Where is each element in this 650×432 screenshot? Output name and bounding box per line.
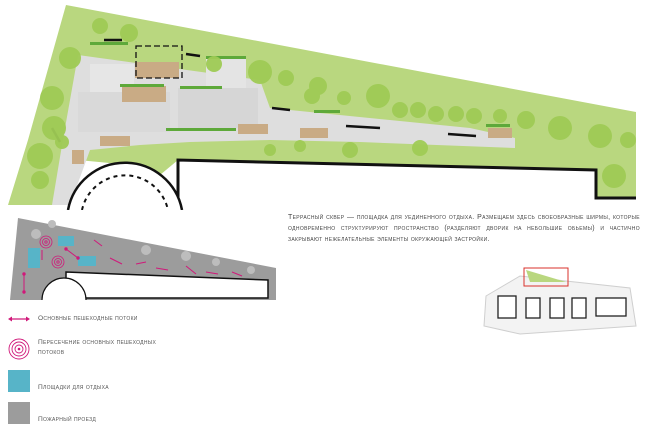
gray-square-icon	[8, 402, 30, 424]
scheme-trees	[31, 220, 255, 274]
planting-strips	[90, 42, 510, 131]
scheme-rest-areas	[28, 236, 96, 268]
legend-label: Пожарный проезд	[38, 416, 97, 423]
locator-green-wedge	[526, 270, 566, 282]
legend-label: Площадки для отдыха	[38, 384, 109, 391]
trees	[27, 18, 636, 189]
building-outline	[176, 158, 636, 205]
locator-buildings	[497, 295, 627, 319]
terrace-square-site-plan	[8, 5, 636, 210]
scheme-intersection-icons	[39, 235, 65, 269]
legend-item-rest-areas: Площадки для отдыха	[8, 370, 168, 393]
pedestrian-flow-scheme	[10, 218, 276, 301]
legend-item-pedestrian-flow: Основные пешеходные потоки	[8, 314, 168, 336]
terrace-decks	[72, 58, 512, 164]
locator-highlight-frame	[523, 267, 569, 287]
locator-mini-plan	[483, 267, 637, 335]
double-arrow-icon	[8, 316, 30, 322]
legend-label: Пересечение основных пешеходных потоков	[38, 339, 157, 357]
scheme-flow-arrows	[22, 239, 243, 294]
legend-item-fire-lane: Пожарный проезд	[8, 402, 168, 425]
selected-area-frame	[135, 45, 183, 79]
lawn-area	[8, 5, 636, 205]
concentric-circles-icon	[8, 338, 30, 360]
teal-square-icon	[8, 370, 30, 392]
legend-label: Основные пешеходные потоки	[38, 315, 138, 322]
description-text: Террасный сквер — площадка для уединенно…	[288, 214, 640, 243]
scheme-round-building	[41, 277, 87, 301]
round-building	[66, 161, 184, 210]
legend-item-intersection: Пересечение основных пешеходных потоков	[8, 338, 168, 360]
